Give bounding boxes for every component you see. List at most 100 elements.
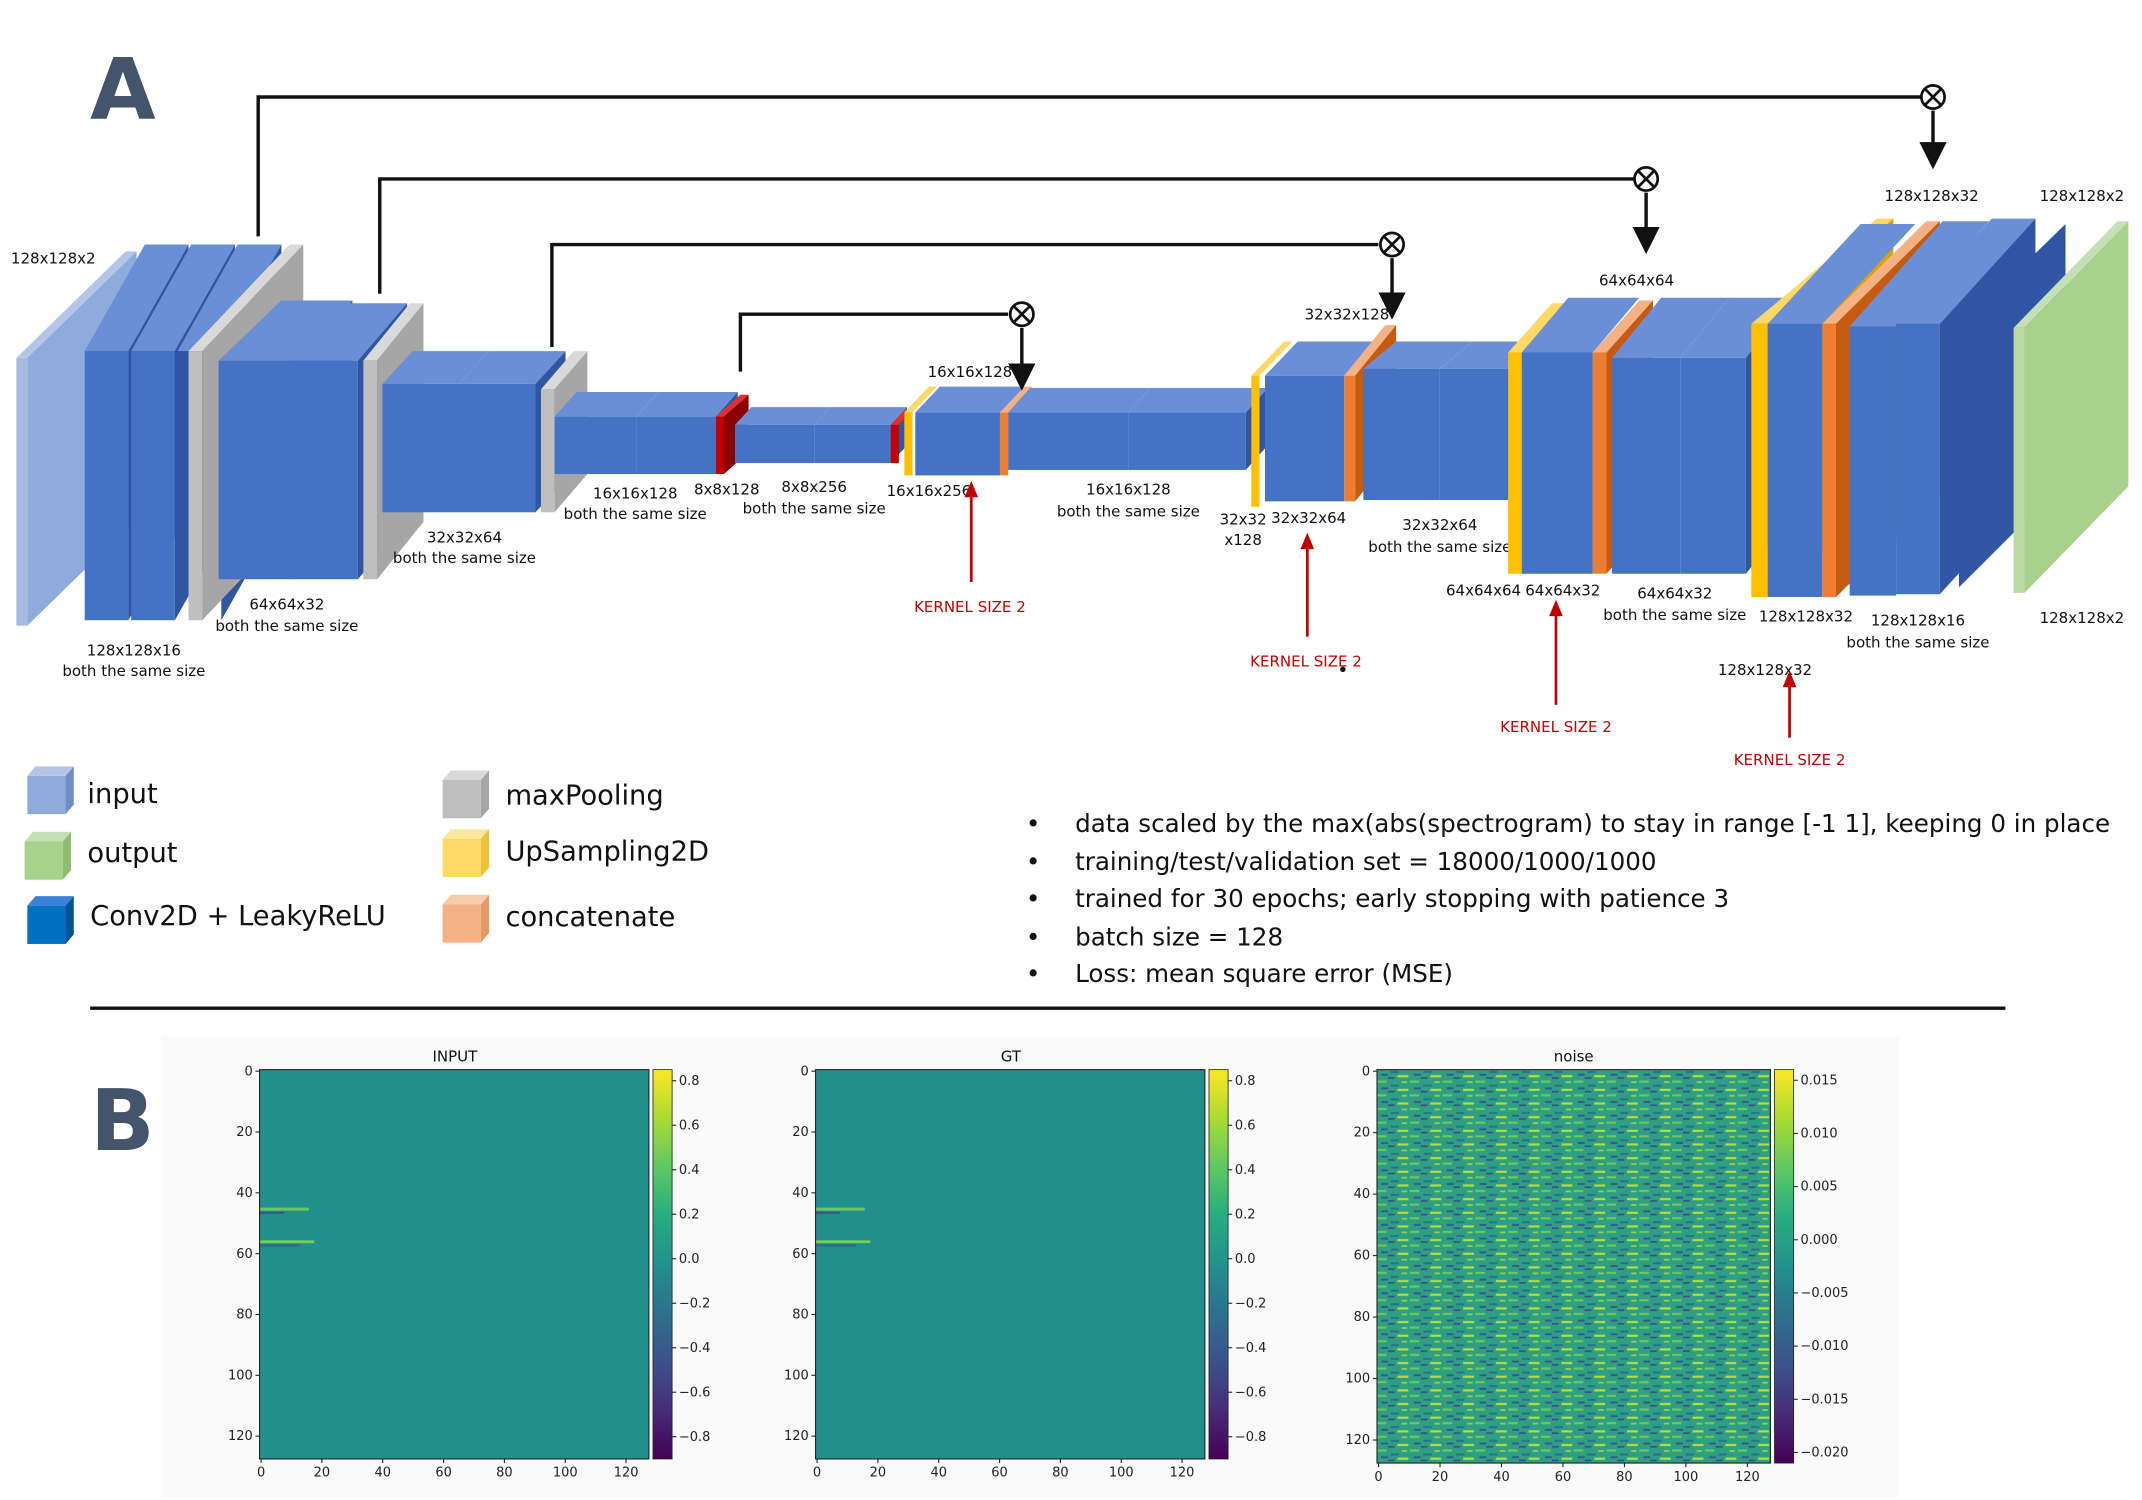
y-tick-label: 100: [784, 1368, 809, 1383]
note-item-4: batch size = 128: [1075, 922, 1283, 951]
encoder-2-same-size-note: both the same size: [215, 617, 358, 635]
colorbar-tick-label: 0.8: [679, 1074, 700, 1089]
legend-input-swatch: [27, 766, 74, 815]
note-item-5: Loss: mean square error (MSE): [1075, 959, 1453, 988]
bottleneck-conv-blocks: [734, 407, 913, 464]
y-tick-label: 20: [236, 1125, 253, 1140]
bottleneck-same-size-note: both the same size: [743, 500, 886, 518]
note-item-1: data scaled by the max(abs(spectrogram) …: [1075, 809, 2110, 838]
encoder-1-size-label: 128x128x16: [87, 642, 181, 660]
colorbar-tick-label: −0.4: [1235, 1341, 1266, 1356]
encoder-4-same-size-note: both the same size: [564, 505, 707, 523]
heatmap-title: GT: [1001, 1047, 1022, 1065]
y-tick-label: 60: [792, 1247, 809, 1262]
heatmap-signal-streak: [259, 1211, 285, 1214]
decoder-1-size-label: 16x16x128: [1086, 481, 1171, 499]
input-size-label: 128x128x2: [11, 250, 96, 268]
x-tick-label: 0: [813, 1466, 821, 1481]
x-tick-label: 100: [1109, 1466, 1134, 1481]
colorbar-tick-label: 0.015: [1800, 1073, 1837, 1088]
y-tick-label: 60: [1354, 1249, 1371, 1264]
colorbar-tick-label: −0.4: [679, 1341, 710, 1356]
y-tick-label: 100: [228, 1368, 253, 1383]
x-tick-label: 80: [1616, 1470, 1633, 1485]
up-2-conv-size-label: 32x32x64: [1271, 509, 1346, 527]
y-tick-label: 80: [792, 1308, 809, 1323]
up-4-skip-size-label: 128x128x32: [1885, 187, 1979, 205]
kernel-arrows: [964, 480, 1797, 738]
colorbar-tick-label: −0.8: [679, 1430, 710, 1445]
x-tick-label: 100: [553, 1466, 578, 1481]
up-3-skip-size-label: 64x64x64: [1599, 272, 1674, 290]
note-item-2: training/test/validation set = 18000/100…: [1075, 847, 1656, 876]
colorbar-tick-label: 0.4: [679, 1163, 700, 1178]
x-tick-label: 80: [496, 1466, 513, 1481]
legend-input-label: input: [87, 779, 158, 810]
y-tick-label: 0: [244, 1064, 252, 1079]
encoder-1-same-size-note: both the same size: [62, 662, 205, 680]
legend-upsampling-label: UpSampling2D: [505, 837, 709, 868]
skip-connection-1: [256, 95, 1921, 237]
heatmap-title: noise: [1554, 1047, 1594, 1065]
colorbar-tick-label: −0.8: [1235, 1430, 1266, 1445]
colorbar-tick-label: −0.020: [1800, 1446, 1848, 1461]
kernel-size-label-4: KERNEL SIZE 2: [1734, 751, 1846, 769]
legend: input output Conv2D + LeakyReLU maxPooli…: [24, 766, 709, 944]
decoder-1-blocks: [904, 386, 1268, 476]
y-tick-label: 40: [236, 1186, 253, 1201]
up-1-skip-size-label: 16x16x128: [928, 363, 1013, 381]
x-tick-label: 120: [1735, 1470, 1760, 1485]
output-layer: [2013, 221, 2129, 593]
heatmap-plot-area: [259, 1069, 649, 1459]
encoder-2-size-label: 64x64x32: [249, 595, 324, 613]
stray-dot: [1340, 666, 1346, 673]
y-tick-label: 100: [1345, 1372, 1370, 1387]
output-size-label: 128x128x2: [2040, 609, 2125, 627]
x-tick-label: 100: [1674, 1470, 1699, 1485]
pool-4-size-label: 8x8x128: [694, 481, 760, 499]
colorbar-tick-label: 0.010: [1800, 1127, 1837, 1142]
x-tick-label: 40: [374, 1466, 391, 1481]
panel-b-letter: B: [90, 1071, 155, 1170]
legend-concat-label: concatenate: [505, 902, 675, 933]
up-3-conv-size-label: 64x64x32: [1525, 582, 1600, 600]
y-tick-label: 40: [1354, 1187, 1371, 1202]
multiply-symbols: [1008, 84, 1946, 328]
colorbar-tick-label: 0.4: [1235, 1163, 1256, 1178]
up-2-skip-size-label: 32x32x128: [1305, 306, 1390, 324]
skip-connection-2: [378, 177, 1634, 294]
heatmap-signal-streak: [259, 1244, 301, 1247]
x-tick-label: 60: [991, 1466, 1008, 1481]
heatmap-title: INPUT: [432, 1047, 478, 1065]
x-tick-label: 40: [930, 1466, 947, 1481]
y-tick-label: 20: [1354, 1126, 1371, 1141]
decoder-2-size-label: 32x32x64: [1402, 516, 1477, 534]
colorbar-tick-label: −0.2: [1235, 1296, 1266, 1311]
x-tick-label: 60: [1555, 1470, 1572, 1485]
legend-conv-swatch: [27, 896, 74, 944]
colorbar-tick-label: 0.8: [1235, 1074, 1256, 1089]
kernel-size-label-1: KERNEL SIZE 2: [914, 598, 1026, 616]
legend-conv-label: Conv2D + LeakyReLU: [90, 901, 386, 932]
legend-concat-swatch: [442, 894, 490, 943]
legend-upsampling-swatch: [442, 829, 490, 878]
x-tick-label: 20: [314, 1466, 331, 1481]
heatmap-plot-area: [1376, 1069, 1771, 1464]
decoder-2-same-size-note: both the same size: [1368, 538, 1511, 556]
colorbar-tick-label: −0.005: [1800, 1286, 1848, 1301]
up-2-size-label-2: x128: [1224, 531, 1262, 549]
note-bullet: •: [1026, 809, 1041, 838]
skip-connection-4: [738, 312, 1009, 372]
decoder-1-same-size-note: both the same size: [1057, 502, 1200, 520]
multiply-icon: [1920, 84, 1946, 110]
note-bullet: •: [1026, 922, 1041, 951]
note-bullet: •: [1026, 847, 1041, 876]
encoder-3-conv-blocks: [382, 351, 566, 513]
kernel-size-label-3: KERNEL SIZE 2: [1500, 718, 1612, 736]
heatmap-signal-streak: [815, 1207, 865, 1211]
